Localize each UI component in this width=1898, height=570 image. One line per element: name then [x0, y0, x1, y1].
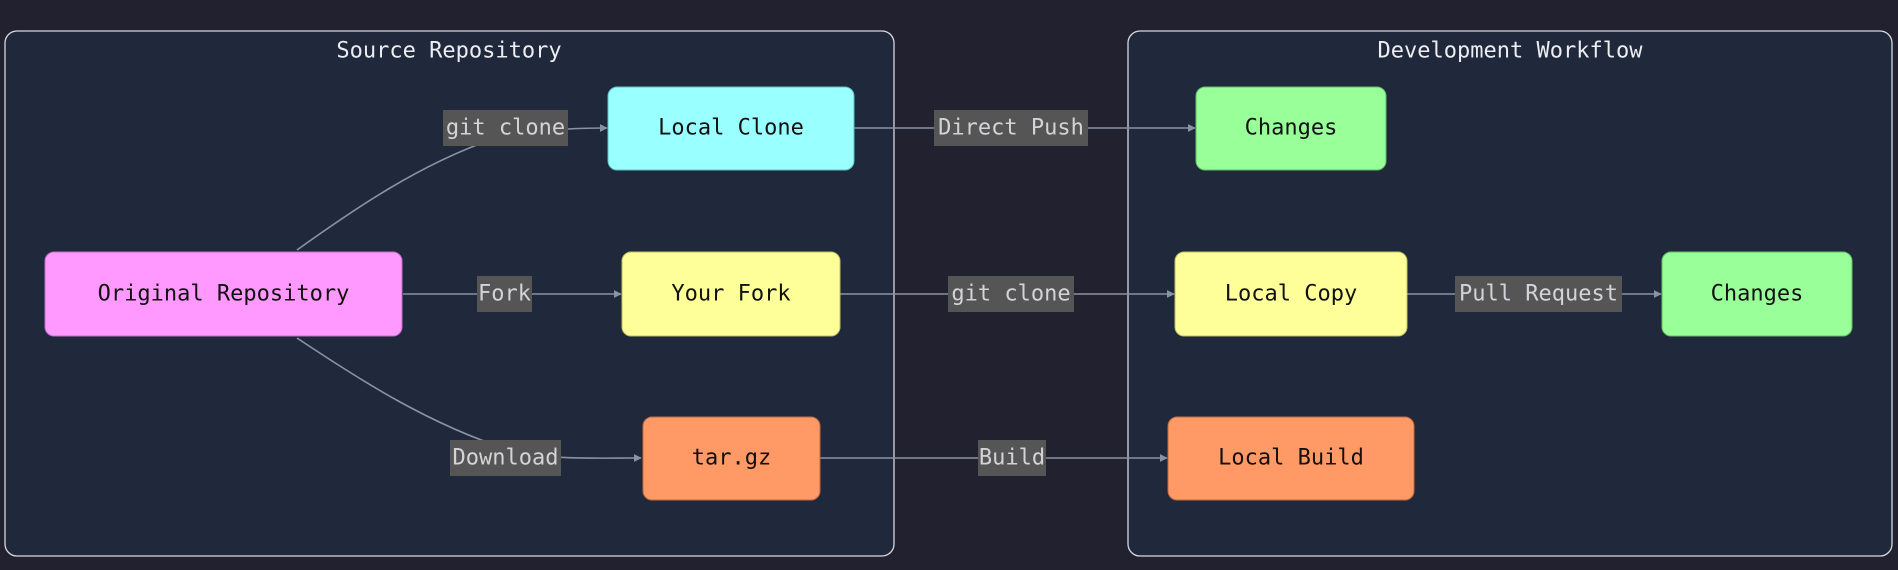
cluster-title-development: Development Workflow — [1378, 39, 1644, 64]
node-local-copy[interactable]: Local Copy — [1174, 251, 1408, 337]
node-box — [44, 251, 403, 337]
node-box — [1167, 416, 1415, 501]
node-changes-direct[interactable]: Changes — [1195, 86, 1387, 171]
node-label: Your Fork — [671, 282, 790, 307]
node-local-clone[interactable]: Local Clone — [607, 86, 855, 171]
node-box — [1174, 251, 1408, 337]
edge-label-text: Pull Request — [1459, 282, 1618, 307]
node-label: Changes — [1245, 116, 1338, 141]
node-your-fork[interactable]: Your Fork — [621, 251, 841, 337]
node-local-build[interactable]: Local Build — [1167, 416, 1415, 501]
node-box — [621, 251, 841, 337]
node-label: Changes — [1711, 282, 1804, 307]
edge-label-text: Build — [979, 446, 1045, 471]
edge-label-text: Direct Push — [938, 116, 1084, 141]
edge-label-text: git clone — [446, 116, 565, 141]
node-box — [607, 86, 855, 171]
node-label: tar.gz — [692, 446, 771, 471]
node-label: Local Clone — [658, 116, 804, 141]
edge-label-build: Build — [978, 440, 1046, 476]
edge-label-download: Download — [450, 440, 561, 476]
edge-label-text: git clone — [951, 282, 1070, 307]
edge-label-text: Download — [453, 446, 559, 471]
node-label: Original Repository — [98, 282, 350, 307]
node-changes-pull-request[interactable]: Changes — [1661, 251, 1853, 337]
node-box — [642, 416, 821, 501]
edge-label-text: Fork — [478, 282, 531, 307]
node-label: Local Copy — [1225, 282, 1357, 307]
cluster-title-source: Source Repository — [336, 39, 561, 64]
node-targz[interactable]: tar.gz — [642, 416, 821, 501]
node-original-repository[interactable]: Original Repository — [44, 251, 403, 337]
edge-label-pull-request: Pull Request — [1455, 276, 1622, 312]
edge-label-direct-push: Direct Push — [934, 110, 1088, 146]
node-box — [1661, 251, 1853, 337]
edge-label-fork: Fork — [477, 276, 532, 312]
edge-label-git-clone-2: git clone — [948, 276, 1074, 312]
node-label: Local Build — [1218, 446, 1364, 471]
node-box — [1195, 86, 1387, 171]
edge-label-git-clone-1: git clone — [443, 110, 568, 146]
